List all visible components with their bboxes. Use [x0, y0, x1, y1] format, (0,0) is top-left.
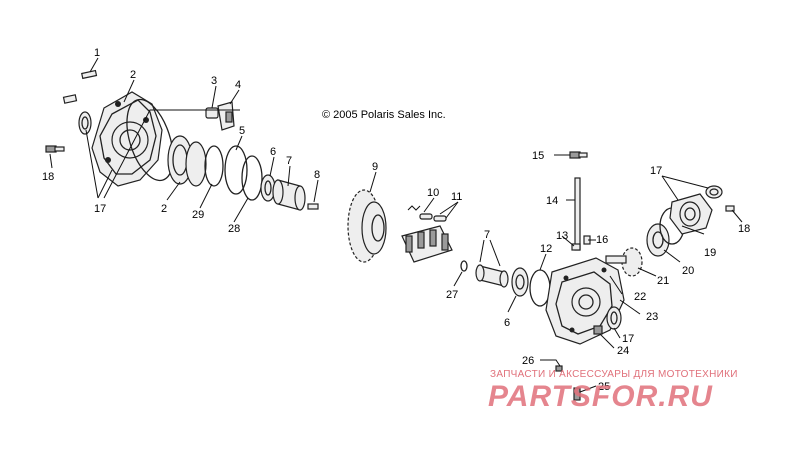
callout-19: 19: [704, 247, 716, 259]
snap-ring-5: [224, 145, 248, 195]
callout-29: 29: [192, 209, 204, 221]
rollers-11: [419, 213, 447, 222]
callout-7: 7: [484, 229, 490, 241]
seal-6-center: [511, 267, 529, 297]
callout-2: 2: [161, 203, 167, 215]
callout-2: 2: [130, 69, 136, 81]
screw-15: [569, 151, 588, 159]
callout-20: 20: [682, 265, 694, 277]
watermark-tagline: ЗАПЧАСТИ И АКСЕССУАРЫ ДЛЯ МОТОТЕХНИКИ: [490, 369, 738, 380]
callout-26: 26: [522, 355, 534, 367]
callout-1: 1: [94, 47, 100, 59]
callout-28: 28: [228, 223, 240, 235]
callout-25: 25: [598, 381, 610, 393]
callout-15: 15: [532, 150, 544, 162]
callout-24: 24: [617, 345, 629, 357]
plug-24: [593, 325, 603, 335]
bracket-4: [217, 101, 235, 131]
spring-10: [407, 205, 421, 211]
callout-8: 8: [314, 169, 320, 181]
callout-18: 18: [738, 223, 750, 235]
pin-8: [307, 203, 319, 210]
roller-cage-assembly: [401, 225, 453, 263]
cover-bolt-right: [725, 205, 735, 212]
callout-27: 27: [446, 289, 458, 301]
callout-3: 3: [211, 75, 217, 87]
cover-oil-seal: [78, 111, 92, 135]
watermark: ЗАПЧАСТИ И АКСЕССУАРЫ ДЛЯ МОТОТЕХНИКИ PA…: [488, 369, 738, 413]
clip-27: [460, 260, 468, 272]
bearing-race-left: [167, 135, 207, 187]
bearing-20: [646, 223, 670, 257]
callout-21: 21: [657, 275, 669, 287]
snap-ring-28: [241, 155, 263, 201]
callout-14: 14: [546, 195, 558, 207]
callout-7: 7: [286, 155, 292, 167]
bolt-25-26: [555, 365, 581, 401]
seal-17-bottom: [606, 306, 622, 330]
bushing-7-left: [272, 179, 306, 211]
copyright-text: © 2005 Polaris Sales Inc.: [322, 109, 446, 121]
callout-17: 17: [94, 203, 106, 215]
callout-23: 23: [646, 311, 658, 323]
ring-gear-9: [347, 189, 387, 263]
seal-17-top: [705, 185, 723, 199]
callout-labels: 1 2 3 4 5 6 7 8 18 17 2 29 28 9 10 11 7 …: [42, 47, 750, 393]
callout-9: 9: [372, 161, 378, 173]
callout-4: 4: [235, 79, 241, 91]
bushing-7-center: [475, 264, 509, 288]
gear-case-housing: [545, 257, 625, 345]
callout-11: 11: [451, 191, 462, 203]
callout-17: 17: [650, 165, 662, 177]
callout-22: 22: [634, 291, 646, 303]
watermark-logo: PARTSFOR.RU: [488, 380, 713, 413]
callout-16: 16: [596, 234, 608, 246]
gear-case-cover: [91, 91, 163, 187]
output-flange-assembly: [669, 193, 713, 235]
shim-29: [204, 145, 224, 187]
callout-6: 6: [270, 146, 276, 158]
callout-17: 17: [622, 333, 634, 345]
cover-bolt-left: [45, 145, 65, 153]
dowel-pin: [62, 69, 98, 104]
callout-12: 12: [540, 243, 552, 255]
callout-5: 5: [239, 125, 245, 137]
callout-10: 10: [427, 187, 439, 199]
callout-13: 13: [556, 230, 568, 242]
callout-18: 18: [42, 171, 54, 183]
shaft-14: [574, 177, 581, 251]
callout-6: 6: [504, 317, 510, 329]
leader-lines: [49, 57, 743, 393]
pinion-gear-21: [605, 247, 643, 277]
